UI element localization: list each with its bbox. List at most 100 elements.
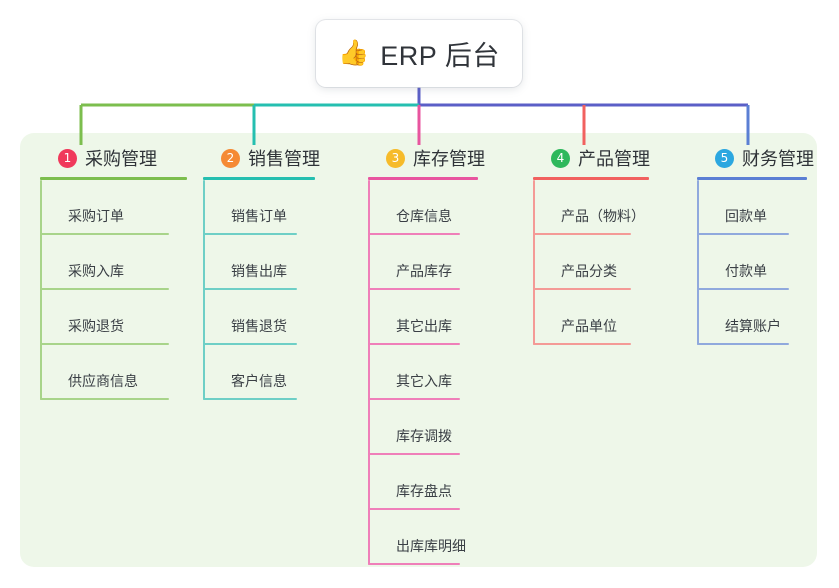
branch-column-4: 4 产品管理 产品（物料） 产品分类产品单位 (533, 145, 650, 345)
branch-title-3: 库存管理 (413, 149, 485, 169)
branch-badge-4: 4 (551, 148, 570, 168)
leaf-item[interactable]: 客户信息 (203, 345, 315, 400)
root-node-content: 👍 ERP 后台 (338, 34, 500, 73)
branch-badge-2: 2 (221, 148, 240, 168)
branch-items-2: 销售订单销售出库销售退货客户信息 (203, 180, 315, 400)
branch-stem (40, 180, 42, 400)
leaf-item-rule (533, 343, 631, 345)
leaf-item-label: 采购入库 (68, 263, 124, 279)
leaf-item[interactable]: 销售退货 (203, 290, 315, 345)
leaf-item[interactable]: 产品单位 (533, 290, 649, 345)
leaf-item[interactable]: 出库库明细 (368, 510, 478, 565)
branch-rule-4 (533, 177, 649, 180)
leaf-item-rule (40, 343, 169, 345)
branch-items-5: 回款单付款单结算账户 (697, 180, 807, 345)
branch-stem (533, 180, 535, 345)
leaf-item-label: 采购订单 (68, 208, 124, 224)
leaf-item-label: 销售出库 (231, 263, 287, 279)
leaf-item-label: 产品库存 (396, 263, 452, 279)
leaf-item[interactable]: 销售订单 (203, 180, 315, 235)
branch-title-4: 产品管理 (578, 149, 650, 169)
branch-title-2: 销售管理 (248, 149, 320, 169)
root-node[interactable]: 👍 ERP 后台 (316, 20, 522, 87)
leaf-item-label: 结算账户 (725, 318, 781, 334)
leaf-item-rule (40, 398, 169, 400)
leaf-item-rule (368, 233, 460, 235)
leaf-item[interactable]: 产品库存 (368, 235, 478, 290)
leaf-item-rule (368, 343, 460, 345)
branch-stem (697, 180, 699, 345)
leaf-item-label: 库存调拨 (396, 428, 452, 444)
branch-items-1: 采购订单采购入库采购退货供应商信息 (40, 180, 187, 400)
leaf-item[interactable]: 结算账户 (697, 290, 807, 345)
leaf-item-rule (368, 398, 460, 400)
branch-column-3: 3 库存管理 仓库信息产品库存其它出库其它入库库存调拨库存盘点出库库明细 (368, 145, 485, 565)
branch-title-5: 财务管理 (742, 149, 814, 169)
leaf-item-rule (203, 288, 297, 290)
branch-items-3: 仓库信息产品库存其它出库其它入库库存调拨库存盘点出库库明细 (368, 180, 478, 565)
leaf-item-label: 客户信息 (231, 373, 287, 389)
branch-header-3[interactable]: 3 库存管理 (368, 145, 485, 171)
leaf-item-rule (368, 508, 460, 510)
leaf-item-label: 采购退货 (68, 318, 124, 334)
leaf-item[interactable]: 付款单 (697, 235, 807, 290)
branch-column-2: 2 销售管理 销售订单销售出库销售退货客户信息 (203, 145, 320, 400)
leaf-item-label: 回款单 (725, 208, 767, 224)
branch-rule-2 (203, 177, 315, 180)
thumbs-up-icon: 👍 (338, 39, 370, 67)
leaf-item-rule (368, 563, 460, 565)
leaf-item-label: 仓库信息 (396, 208, 452, 224)
leaf-item[interactable]: 采购订单 (40, 180, 187, 235)
leaf-item[interactable]: 采购入库 (40, 235, 187, 290)
leaf-item[interactable]: 库存盘点 (368, 455, 478, 510)
leaf-item[interactable]: 库存调拨 (368, 400, 478, 455)
leaf-item-label: 出库库明细 (396, 538, 466, 554)
leaf-item-rule (40, 288, 169, 290)
branch-column-1: 1 采购管理 采购订单采购入库采购退货供应商信息 (40, 145, 187, 400)
leaf-item-label: 其它入库 (396, 373, 452, 389)
leaf-item-label: 产品（物料） (561, 208, 645, 224)
root-node-title: ERP 后台 (380, 41, 500, 71)
leaf-item-rule (697, 233, 789, 235)
leaf-item-rule (203, 343, 297, 345)
branch-stem (203, 180, 205, 400)
diagram-background-panel (20, 133, 817, 567)
branch-items-4: 产品（物料） 产品分类产品单位 (533, 180, 649, 345)
leaf-item-label: 库存盘点 (396, 483, 452, 499)
leaf-item[interactable]: 其它出库 (368, 290, 478, 345)
branch-rule-1 (40, 177, 187, 180)
branch-title-1: 采购管理 (85, 149, 157, 169)
leaf-item-rule (368, 288, 460, 290)
leaf-item-label: 产品单位 (561, 318, 617, 334)
leaf-item-rule (533, 288, 631, 290)
leaf-item-label: 产品分类 (561, 263, 617, 279)
leaf-item[interactable]: 供应商信息 (40, 345, 187, 400)
branch-column-5: 5 财务管理 回款单付款单结算账户 (697, 145, 814, 345)
leaf-item[interactable]: 销售出库 (203, 235, 315, 290)
leaf-item[interactable]: 产品（物料） (533, 180, 649, 235)
leaf-item-rule (697, 343, 789, 345)
branch-header-5[interactable]: 5 财务管理 (697, 145, 814, 171)
branch-header-2[interactable]: 2 销售管理 (203, 145, 320, 171)
leaf-item[interactable]: 其它入库 (368, 345, 478, 400)
leaf-item[interactable]: 仓库信息 (368, 180, 478, 235)
branch-badge-5: 5 (715, 148, 734, 168)
leaf-item-rule (533, 233, 631, 235)
leaf-item[interactable]: 产品分类 (533, 235, 649, 290)
leaf-item-rule (40, 233, 169, 235)
branch-rule-3 (368, 177, 478, 180)
leaf-item-label: 其它出库 (396, 318, 452, 334)
leaf-item-rule (368, 453, 460, 455)
branch-header-1[interactable]: 1 采购管理 (40, 145, 187, 171)
leaf-item-rule (203, 398, 297, 400)
branch-header-4[interactable]: 4 产品管理 (533, 145, 650, 171)
leaf-item-label: 供应商信息 (68, 373, 138, 389)
leaf-item-label: 销售订单 (231, 208, 287, 224)
leaf-item-label: 付款单 (725, 263, 767, 279)
branch-stem (368, 180, 370, 565)
leaf-item-rule (697, 288, 789, 290)
branch-badge-1: 1 (58, 148, 77, 168)
leaf-item[interactable]: 回款单 (697, 180, 807, 235)
branch-rule-5 (697, 177, 807, 180)
leaf-item[interactable]: 采购退货 (40, 290, 187, 345)
